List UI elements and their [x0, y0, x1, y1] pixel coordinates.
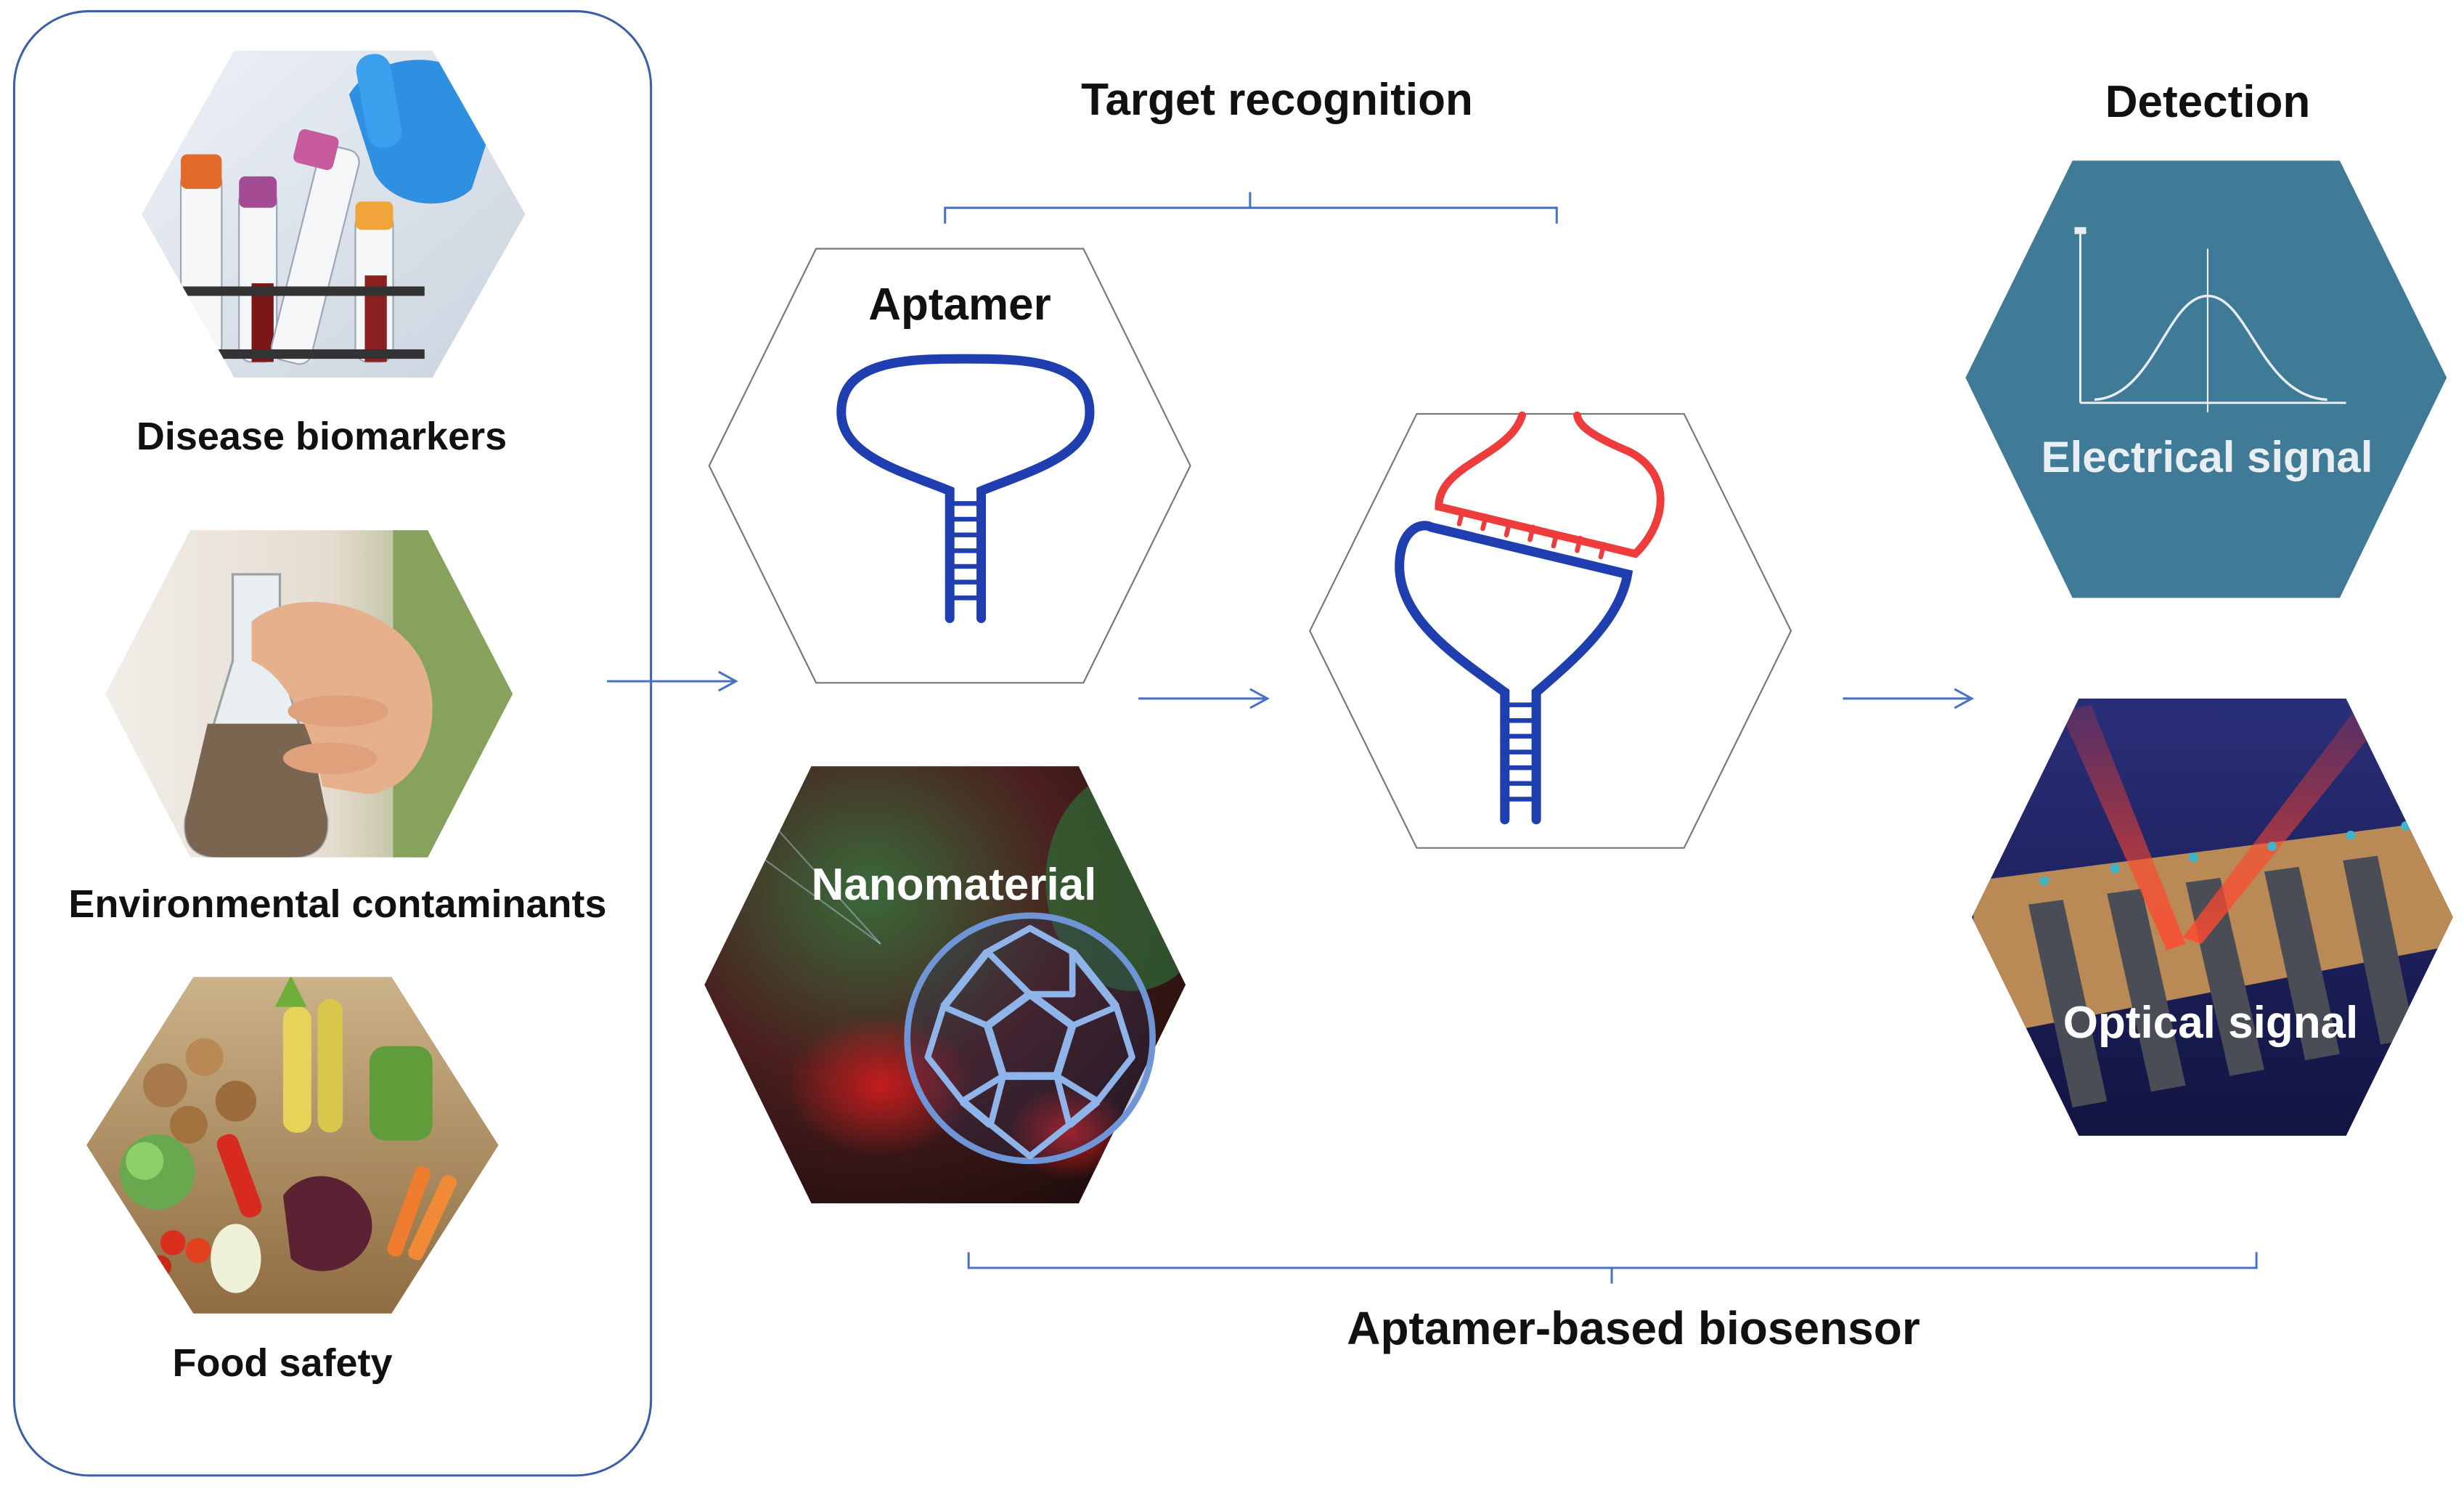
optical-signal-hexagon: [1972, 698, 2453, 1136]
blood-sample-tubes-icon: [141, 50, 526, 378]
aptamer-hexagon: [708, 248, 1191, 684]
vegetable-crate-icon: [86, 977, 499, 1314]
bound-aptamer-icon: [1395, 521, 1633, 825]
target-recognition-heading: Target recognition: [1081, 75, 1473, 125]
detection-heading: Detection: [2105, 77, 2311, 127]
arrow-applications-to-recognition: [607, 670, 738, 692]
electrical-signal-label: Electrical signal: [2041, 433, 2373, 481]
electrical-signal-hexagon: [1965, 160, 2447, 598]
gaussian-curve-icon: [2074, 227, 2346, 412]
water-flask-icon: [105, 530, 513, 858]
food-safety-label: Food safety: [172, 1341, 393, 1385]
aptamer-label: Aptamer: [868, 280, 1051, 330]
arrow-complex-to-detection: [1843, 688, 1975, 709]
disease-biomarkers-label: Disease biomarkers: [136, 415, 507, 458]
nanomaterial-label: Nanomaterial: [811, 860, 1097, 910]
fullerene-icon: [904, 912, 1156, 1165]
environmental-contaminants-label: Environmental contaminants: [68, 882, 607, 926]
aptamer-target-complex-hexagon: [1309, 412, 1792, 849]
aptamer-based-biosensor-label: Aptamer-based biosensor: [1347, 1302, 1920, 1354]
aptamer-hairpin-icon: [836, 354, 1095, 623]
target-recognition-bracket: [944, 192, 1558, 224]
arrow-recognition-to-complex: [1138, 688, 1270, 709]
aptamer-biosensor-bracket: [967, 1252, 2258, 1284]
optical-signal-label: Optical signal: [2063, 998, 2359, 1048]
target-strand-icon: [1435, 411, 1665, 560]
applications-panel: [12, 9, 653, 1477]
